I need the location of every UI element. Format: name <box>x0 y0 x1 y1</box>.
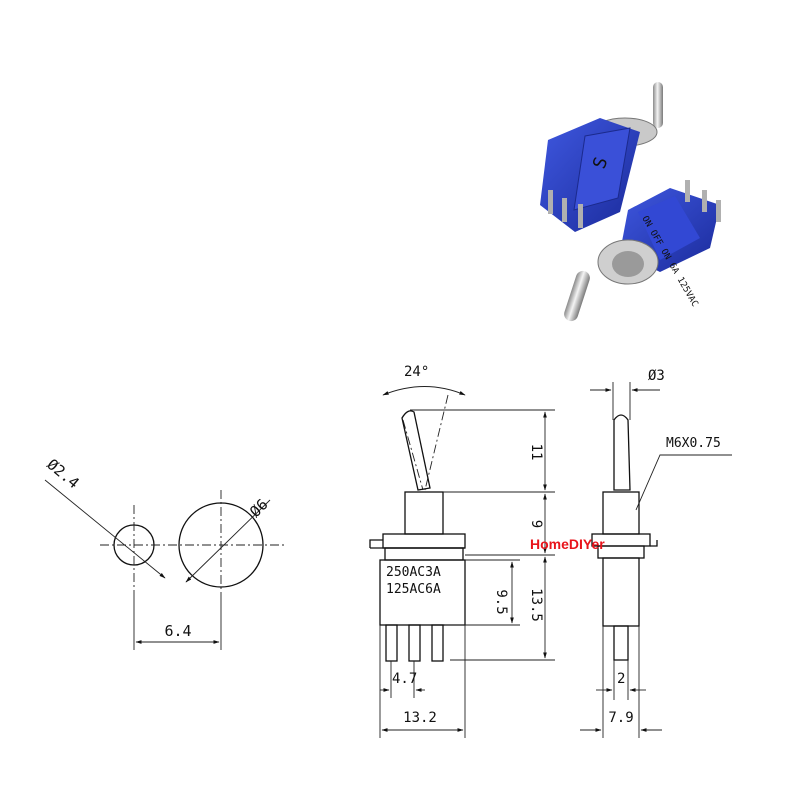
front-body <box>379 559 466 626</box>
large-hole-label: Ø6 <box>246 495 272 521</box>
side-body <box>602 557 640 627</box>
front-pin-2 <box>408 624 421 662</box>
side-bushing <box>602 491 640 535</box>
rating-line-1: 250AC3A <box>386 565 441 580</box>
rating-line-2: 125AC6A <box>386 582 441 597</box>
front-view: 24° 250AC3A 125AC6A 11 9 13.5 9.5 <box>369 364 555 738</box>
side-pin <box>613 625 629 661</box>
panel-cutout-view: Ø2.4 Ø6 6.4 <box>43 455 285 650</box>
side-width-label: 7.9 <box>608 710 633 726</box>
height-inner-label: 9.5 <box>493 589 509 614</box>
height-lever-label: 11 <box>528 444 544 461</box>
pin-label: 2 <box>617 671 625 687</box>
front-bushing <box>404 491 444 535</box>
lever-1 <box>653 82 663 128</box>
height-bushing-label: 9 <box>528 520 544 528</box>
side-lever <box>613 414 631 491</box>
front-width-label: 13.2 <box>403 710 437 726</box>
lever-2 <box>564 270 590 322</box>
front-nut <box>382 533 466 549</box>
spacing-label: 6.4 <box>164 622 191 640</box>
watermark-text: HomeDIYer <box>530 536 605 552</box>
front-lever <box>401 410 431 491</box>
height-body-label: 13.5 <box>528 588 544 622</box>
front-pin-3 <box>431 624 444 662</box>
pin-pitch-label: 4.7 <box>392 671 417 687</box>
lever-dia-label: Ø3 <box>648 368 665 384</box>
toggle-switch-photo-1: S <box>540 82 663 232</box>
product-photo: S ON OFF ON 6A 125VAC <box>540 82 721 322</box>
thread-label: M6X0.75 <box>666 436 721 451</box>
angle-label: 24° <box>404 364 429 380</box>
front-pin-1 <box>385 624 398 662</box>
side-view: Ø3 M6X0.75 2 7.9 <box>580 368 732 738</box>
small-hole-label: Ø2.4 <box>43 455 82 492</box>
